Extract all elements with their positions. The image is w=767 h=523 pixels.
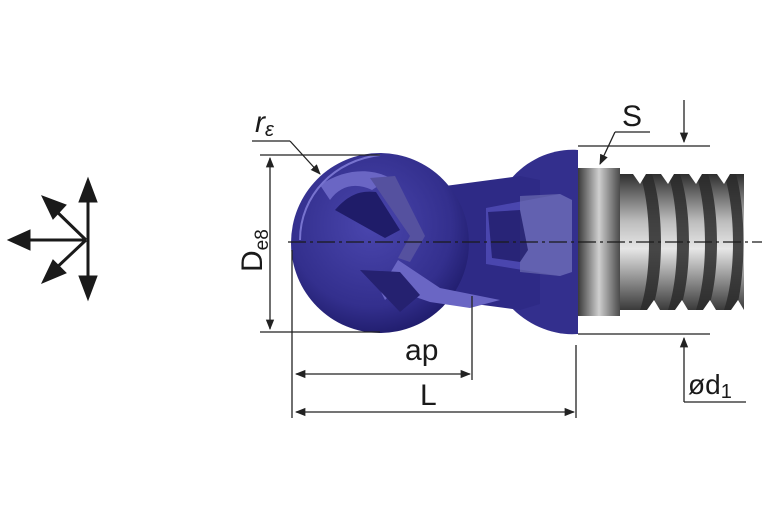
label-corner-radius: rε — [255, 106, 275, 141]
label-length: L — [420, 379, 437, 412]
label-shank-diameter: ød1 — [688, 369, 732, 403]
label-diameter: De8 — [236, 229, 273, 272]
label-thread: S — [622, 100, 642, 133]
dimension-lines — [252, 100, 746, 418]
feed-directions-icon — [6, 176, 98, 302]
label-cut-depth: ap — [405, 334, 438, 367]
